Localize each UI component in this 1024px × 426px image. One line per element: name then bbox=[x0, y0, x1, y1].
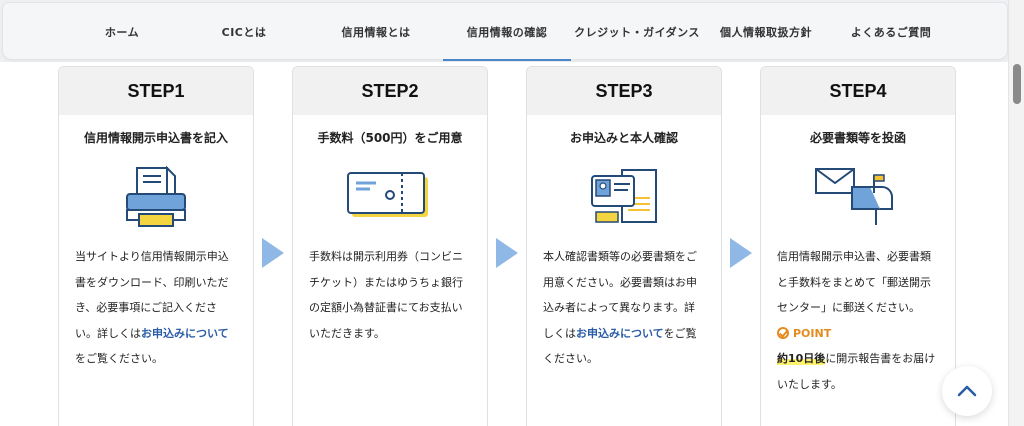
application-link[interactable]: お申込みについて bbox=[141, 326, 229, 340]
step-title: STEP3 bbox=[527, 67, 721, 115]
global-nav: ホーム CICとは 信用情報とは 信用情報の確認 クレジット・ガイダンス 個人情… bbox=[2, 2, 1008, 61]
step-title: STEP2 bbox=[293, 67, 487, 115]
step-description: 当サイトより信用情報開示申込書をダウンロード、印刷いただき、必要事項にご記入くだ… bbox=[75, 250, 229, 365]
check-circle-icon bbox=[777, 327, 789, 340]
step-card-2: STEP2 手数料（500円）をご用意 手数料は開示利用券（コンビニチケット）ま… bbox=[292, 66, 488, 426]
back-to-top-button[interactable] bbox=[942, 366, 992, 416]
step-arrow-1 bbox=[262, 238, 284, 268]
step-title: STEP1 bbox=[59, 67, 253, 115]
point-description: 約10日後に開示報告書をお届けいたします。 bbox=[777, 352, 936, 391]
printer-icon bbox=[59, 160, 253, 232]
nav-item-credit-info[interactable]: 信用情報とは bbox=[341, 26, 411, 39]
step-card-4: STEP4 必要書類等を投函 信用情報開示申込書、必要書類と手数料をまとめて「郵… bbox=[760, 66, 956, 426]
vertical-scrollbar[interactable] bbox=[1008, 0, 1024, 426]
step-arrow-2 bbox=[496, 238, 518, 268]
mailbox-icon bbox=[761, 160, 955, 232]
step-subtitle: お申込みと本人確認 bbox=[569, 131, 678, 145]
point-label: POINT bbox=[777, 321, 939, 347]
chevron-up-icon bbox=[957, 385, 977, 397]
id-documents-icon bbox=[527, 160, 721, 232]
nav-item-about-cic[interactable]: CICとは bbox=[221, 26, 267, 39]
step-arrow-3 bbox=[730, 238, 752, 268]
step-description: 信用情報開示申込書、必要書類と手数料をまとめて「郵送開示センター」に郵送ください… bbox=[761, 244, 955, 397]
step-description: 手数料は開示利用券（コンビニチケット）またはゆうちょ銀行の定額小為替証書にてお支… bbox=[309, 250, 463, 340]
step-card-1: STEP1 信用情報開示申込書を記入 当サイトより信用情報開示申込書をダウンロー… bbox=[58, 66, 254, 426]
step-card-3: STEP3 お申込みと本人確認 本人確認書類等の必要書類をご用意ください。必要書… bbox=[526, 66, 722, 426]
step-subtitle: 必要書類等を投函 bbox=[809, 131, 906, 145]
step-subtitle: 信用情報開示申込書を記入 bbox=[83, 131, 228, 145]
nav-item-faq[interactable]: よくあるご質問 bbox=[850, 26, 932, 39]
nav-item-home[interactable]: ホーム bbox=[104, 26, 140, 39]
step-description: 本人確認書類等の必要書類をご用意ください。必要書類はお申込み者によって異なります… bbox=[543, 250, 697, 365]
application-link[interactable]: お申込みについて bbox=[576, 326, 664, 340]
scrollbar-thumb[interactable] bbox=[1013, 64, 1021, 104]
nav-item-privacy-policy[interactable]: 個人情報取扱方針 bbox=[720, 26, 812, 39]
step-subtitle: 手数料（500円）をご用意 bbox=[317, 131, 463, 145]
nav-item-credit-guidance[interactable]: クレジット・ガイダンス bbox=[574, 26, 700, 39]
nav-item-credit-check[interactable]: 信用情報の確認 bbox=[443, 3, 571, 61]
step-title: STEP4 bbox=[761, 67, 955, 115]
ticket-icon bbox=[293, 160, 487, 232]
steps-section: STEP1 信用情報開示申込書を記入 当サイトより信用情報開示申込書をダウンロー… bbox=[0, 62, 1008, 426]
